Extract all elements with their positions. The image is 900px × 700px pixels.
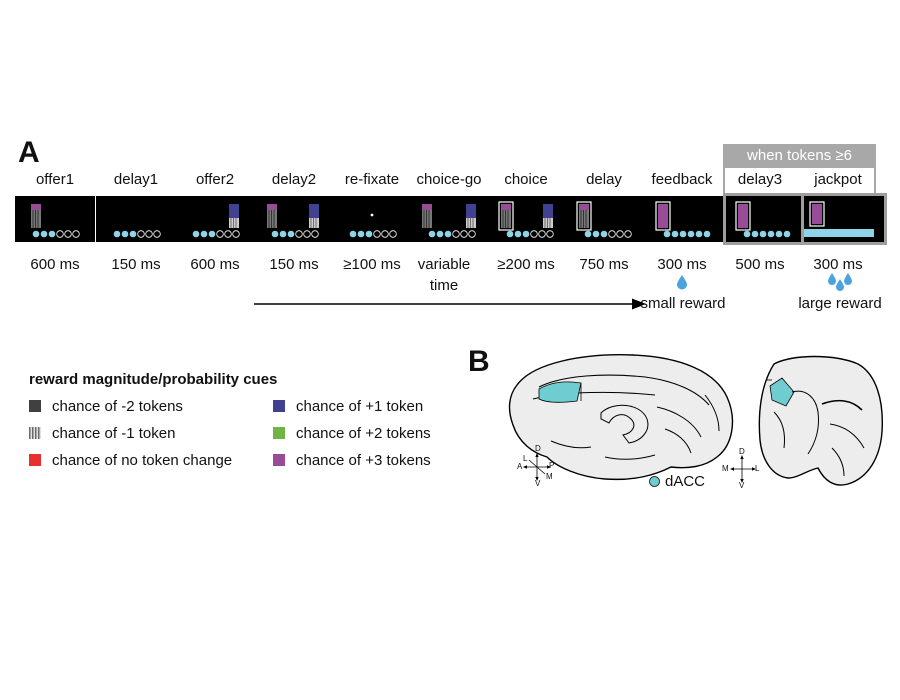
panel-b-label: B — [468, 345, 490, 378]
dacc-label: dACC — [665, 473, 706, 490]
coronal-brain-diagram — [758, 355, 883, 486]
screen-delay1 — [96, 196, 176, 242]
dacc-coronal-region — [769, 377, 795, 407]
phase-time-choice: ≥200 ms — [497, 256, 555, 273]
legend-label: chance of +3 tokens — [296, 451, 431, 469]
phase-label-delay2: delay2 — [271, 171, 317, 188]
phase-label-delay3: delay3 — [737, 171, 783, 188]
timeline-arrow — [254, 298, 646, 310]
phase-time-jackpot: 300 ms — [813, 256, 863, 273]
sagittal-axis-v: V — [535, 479, 541, 488]
legend-swatch — [273, 400, 285, 412]
legend-item-zero: chance of no token change — [29, 450, 232, 470]
screen-choice — [489, 196, 569, 242]
screen-delay — [567, 196, 647, 242]
screen-jackpot — [801, 193, 887, 245]
screen-feedback — [646, 196, 726, 242]
sagittal-axis-l: L — [523, 454, 528, 463]
legend-label: chance of +1 token — [296, 397, 424, 415]
legend-column-left: chance of -2 tokens chance of -1 token c… — [29, 396, 232, 470]
legend-item-plus1: chance of +1 token — [273, 396, 431, 416]
phase-label-choice-go: choice-go — [416, 171, 482, 188]
legend-swatch — [29, 454, 41, 466]
coronal-axis-m: M — [722, 464, 729, 473]
legend-column-right: chance of +1 token chance of +2 tokens c… — [273, 396, 431, 470]
water-drop-icon — [677, 275, 687, 290]
screen-offer2 — [175, 196, 255, 242]
phase-label-offer1: offer1 — [35, 171, 75, 188]
phase-label-jackpot: jackpot — [814, 171, 862, 188]
cue-bar-striped — [31, 210, 41, 228]
sagittal-compass-icon — [523, 453, 551, 481]
coronal-axis-v: V — [739, 481, 745, 490]
legend-label: chance of no token change — [52, 451, 233, 469]
phase-time-choice-go: variable time — [417, 256, 471, 294]
legend-item-minus2: chance of -2 tokens — [29, 396, 232, 416]
legend-swatch — [29, 427, 41, 439]
phase-label-delay: delay — [586, 171, 622, 188]
phase-time-offer2: 600 ms — [190, 256, 240, 273]
legend-swatch — [273, 454, 285, 466]
legend-item-plus2: chance of +2 tokens — [273, 423, 431, 443]
legend-label: chance of -1 token — [52, 424, 176, 442]
phase-time-refixate: ≥100 ms — [343, 256, 401, 273]
phase-label-feedback: feedback — [651, 171, 713, 188]
sagittal-axis-m: M — [546, 472, 553, 481]
screen-choice-go — [411, 196, 491, 242]
legend-label: chance of +2 tokens — [296, 424, 431, 442]
legend-item-plus3: chance of +3 tokens — [273, 450, 431, 470]
coronal-axis-l: L — [755, 464, 760, 473]
phase-label-choice: choice — [504, 171, 548, 188]
dacc-dot-icon — [649, 476, 660, 487]
screen-delay3 — [723, 193, 809, 245]
sagittal-axis-a: A — [517, 462, 523, 471]
sagittal-axis-d: D — [535, 444, 541, 453]
legend-swatch — [273, 427, 285, 439]
screen-delay2 — [254, 196, 334, 242]
large-reward-label: large reward — [798, 295, 882, 312]
dacc-region — [538, 381, 582, 403]
small-reward-label: small reward — [640, 295, 726, 312]
phase-time-delay: 750 ms — [579, 256, 629, 273]
phase-time-delay2: 150 ms — [269, 256, 319, 273]
legend-item-minus1: chance of -1 token — [29, 423, 232, 443]
legend-swatch — [29, 400, 41, 412]
screen-offer1 — [15, 196, 95, 242]
fixation-point — [370, 213, 374, 217]
jackpot-bar — [804, 229, 874, 237]
phase-label-refixate: re-fixate — [344, 171, 400, 188]
panel-a-label: A — [18, 136, 40, 169]
banner-text: when tokens ≥6 — [747, 147, 852, 164]
screen-refixate — [332, 196, 412, 242]
coronal-axis-d: D — [739, 447, 745, 456]
water-drops-icon — [828, 273, 852, 291]
phase-time-offer1: 600 ms — [30, 256, 80, 273]
dacc-legend: dACC — [649, 473, 705, 490]
phase-time-feedback: 300 ms — [657, 256, 707, 273]
phase-label-offer2: offer2 — [195, 171, 235, 188]
jackpot-condition-banner: when tokens ≥6 — [723, 144, 876, 168]
legend-title: reward magnitude/probability cues — [29, 371, 278, 388]
legend-label: chance of -2 tokens — [52, 397, 183, 415]
phase-time-delay3: 500 ms — [735, 256, 785, 273]
sagittal-axis-p: P — [549, 461, 555, 470]
phase-label-delay1: delay1 — [113, 171, 159, 188]
coronal-compass-icon — [730, 455, 756, 483]
sagittal-brain-diagram — [508, 354, 734, 481]
phase-time-delay1: 150 ms — [111, 256, 161, 273]
